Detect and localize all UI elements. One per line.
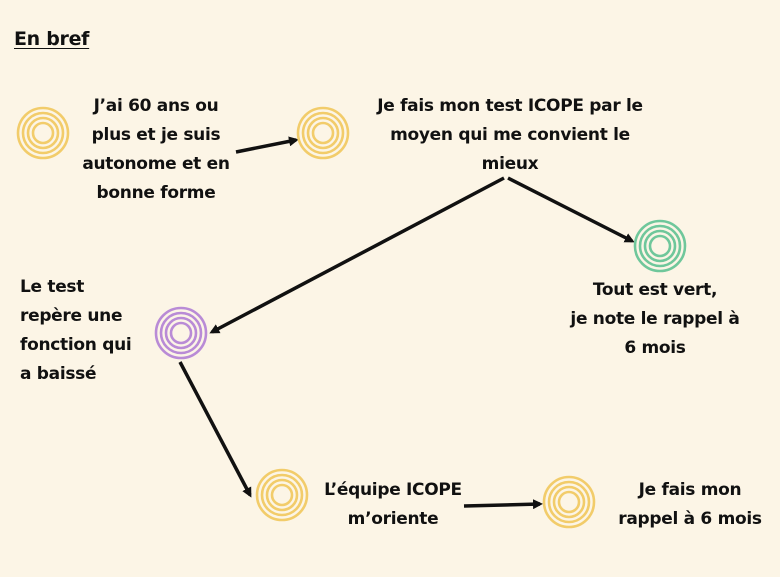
label-line: 6 mois — [624, 338, 686, 358]
target-circle-icon — [154, 306, 208, 360]
target-circle-icon — [542, 475, 596, 529]
ring — [552, 485, 586, 519]
label-line: moyen qui me convient le — [390, 125, 630, 145]
arrow-test-to-green-result — [507, 176, 635, 243]
node-green-result-label: Tout est vert, je note le rappel à 6 moi… — [540, 276, 770, 363]
label-line: Tout est vert, — [592, 280, 718, 300]
ring — [164, 316, 198, 350]
label-line: Je fais mon — [638, 480, 742, 500]
ring — [643, 229, 677, 263]
arrow-start-to-test — [235, 136, 299, 154]
node-team-label: L’équipe ICOPE m’oriente — [303, 476, 483, 534]
ring — [31, 121, 55, 145]
ring — [547, 480, 591, 524]
node-declined-label: Le test repère une fonction qui a baissé — [20, 273, 160, 389]
label-line: mieux — [481, 154, 539, 174]
arrow-team-to-reminder — [463, 499, 543, 510]
section-title: En bref — [14, 28, 90, 50]
ring — [306, 116, 340, 150]
label-line: Le test — [20, 277, 85, 297]
ring — [270, 483, 294, 507]
arrow-declined-to-team — [178, 361, 252, 498]
label-line: fonction qui — [20, 335, 132, 355]
ring — [169, 321, 193, 345]
target-circle-icon — [255, 468, 309, 522]
target-circle-icon — [16, 106, 70, 160]
label-line: a baissé — [20, 364, 97, 384]
target-circle-icon — [296, 106, 350, 160]
label-line: autonome et en — [82, 154, 230, 174]
node-reminder-label: Je fais mon rappel à 6 mois — [600, 476, 780, 534]
target-circle-icon — [633, 219, 687, 273]
ring — [154, 306, 208, 360]
ring — [557, 490, 581, 514]
label-line: plus et je suis — [91, 125, 221, 145]
label-line: je note le rappel à — [570, 309, 740, 329]
ring — [26, 116, 60, 150]
ring — [255, 468, 309, 522]
ring — [296, 106, 350, 160]
ring — [265, 478, 299, 512]
label-line: J’ai 60 ans ou — [93, 96, 219, 116]
label-line: L’équipe ICOPE — [324, 480, 462, 500]
label-line: Je fais mon test ICOPE par le — [377, 96, 643, 116]
ring — [633, 219, 687, 273]
node-test-label: Je fais mon test ICOPE par le moyen qui … — [350, 92, 670, 179]
label-line: repère une — [20, 306, 123, 326]
label-line: m’oriente — [347, 509, 439, 529]
node-start-label: J’ai 60 ans ou plus et je suis autonome … — [70, 92, 242, 208]
ring — [542, 475, 596, 529]
ring — [159, 311, 203, 355]
ring — [21, 111, 65, 155]
label-line: rappel à 6 mois — [618, 509, 762, 529]
ring — [260, 473, 304, 517]
ring — [301, 111, 345, 155]
ring — [311, 121, 335, 145]
ring — [648, 234, 672, 258]
arrow-test-to-declined — [209, 176, 505, 334]
ring — [16, 106, 70, 160]
label-line: bonne forme — [96, 183, 216, 203]
ring — [638, 224, 682, 268]
